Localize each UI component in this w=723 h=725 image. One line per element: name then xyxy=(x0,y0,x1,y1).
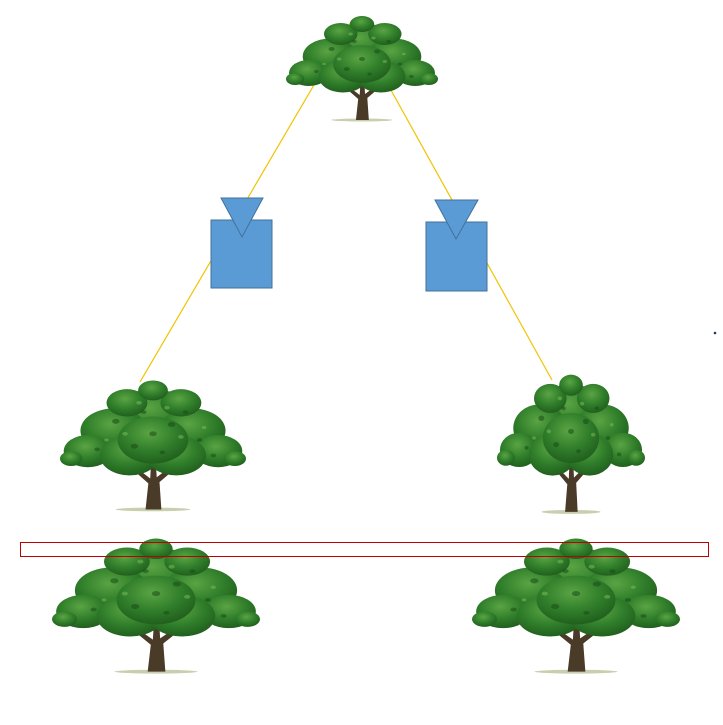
camera-icon xyxy=(210,197,273,289)
tree-icon xyxy=(286,16,438,122)
camera-lens-left xyxy=(220,197,264,239)
tree-icon xyxy=(60,380,247,512)
camera-lens-right xyxy=(434,199,479,241)
marker-dot xyxy=(713,331,717,335)
tree-icon xyxy=(52,538,260,674)
tree-icon xyxy=(472,538,680,674)
tree-icon xyxy=(497,374,645,514)
camera-icon xyxy=(425,199,488,292)
highlight-box xyxy=(20,542,709,557)
